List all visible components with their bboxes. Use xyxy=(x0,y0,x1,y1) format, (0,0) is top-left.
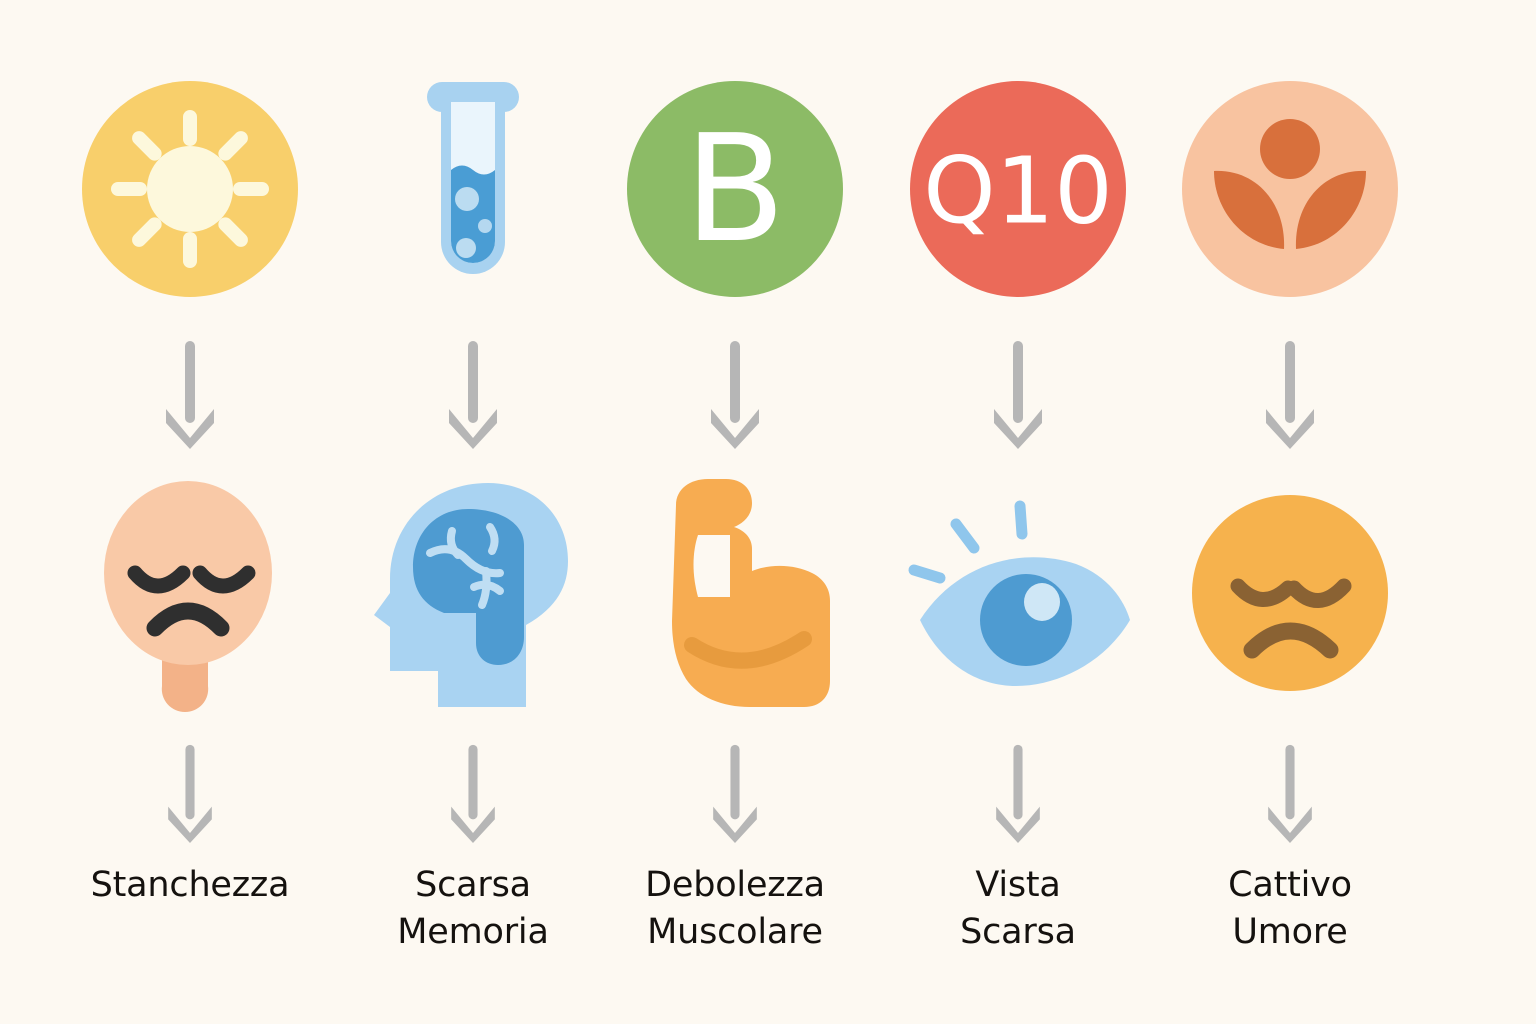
arrow-nutrient-to-symptom xyxy=(1150,334,1430,454)
symptom-icon-sad-face xyxy=(1170,470,1410,720)
nutrient-icon-test-tube xyxy=(363,74,583,304)
symptom-icon-eye xyxy=(898,470,1138,720)
eye-icon xyxy=(908,500,1130,686)
down-arrow-icon xyxy=(451,744,495,843)
symptom-icon-flexed-bicep xyxy=(615,470,855,720)
eye-sparkle-lines xyxy=(908,500,1028,584)
column-vitamin-b: B Debolezza Muscolare xyxy=(595,0,875,1024)
symptom-label-vista-scarsa: Vista Scarsa xyxy=(878,862,1158,956)
column-test-tube: Scarsa Memoria xyxy=(333,0,613,1024)
nutrient-icon-q10: Q10 xyxy=(908,74,1128,304)
down-arrow-icon xyxy=(166,341,214,449)
badge-letter: B xyxy=(684,103,786,275)
label-line: Muscolare xyxy=(647,912,823,952)
arrow-symptom-to-label xyxy=(333,738,613,848)
column-vitamin-d: Stanchezza xyxy=(50,0,330,1024)
symptom-label-scarsa-memoria: Scarsa Memoria xyxy=(333,862,613,956)
nutrient-icon-sun xyxy=(80,74,300,304)
arrow-nutrient-to-symptom xyxy=(878,334,1158,454)
symptom-icon-tired-face xyxy=(70,470,310,720)
arrow-nutrient-to-symptom xyxy=(333,334,613,454)
label-line: Debolezza xyxy=(645,865,825,905)
down-arrow-icon xyxy=(711,341,759,449)
column-coenzyme-q10: Q10 xyxy=(878,0,1158,1024)
arrow-nutrient-to-symptom xyxy=(50,334,330,454)
column-plant-sprout: Cattivo Umore xyxy=(1150,0,1430,1024)
arrow-symptom-to-label xyxy=(50,738,330,848)
label-line: Scarsa xyxy=(960,912,1076,952)
sun-icon xyxy=(82,81,298,297)
brain-head-icon xyxy=(374,483,568,707)
badge-letter: Q10 xyxy=(923,138,1112,245)
down-arrow-icon xyxy=(994,341,1042,449)
down-arrow-icon xyxy=(449,341,497,449)
arrow-symptom-to-label xyxy=(1150,738,1430,848)
down-arrow-icon xyxy=(1268,744,1312,843)
down-arrow-icon xyxy=(168,744,212,843)
tired-face-icon xyxy=(104,480,272,712)
symptom-label-debolezza-muscolare: Debolezza Muscolare xyxy=(595,862,875,956)
label-line: Stanchezza xyxy=(90,865,290,905)
down-arrow-icon xyxy=(996,744,1040,843)
symptom-label-stanchezza: Stanchezza xyxy=(50,862,330,909)
symptom-label-cattivo-umore: Cattivo Umore xyxy=(1150,862,1430,956)
down-arrow-icon xyxy=(713,744,757,843)
arrow-symptom-to-label xyxy=(595,738,875,848)
down-arrow-icon xyxy=(1266,341,1314,449)
nutrient-icon-plant xyxy=(1180,74,1400,304)
symptom-icon-brain-head xyxy=(353,470,593,720)
q10-badge-icon: Q10 xyxy=(910,81,1126,297)
label-line: Memoria xyxy=(397,912,549,952)
label-line: Vista xyxy=(975,865,1061,905)
sad-face-icon xyxy=(1192,495,1388,691)
plant-sprout-icon xyxy=(1182,81,1398,297)
label-line: Scarsa xyxy=(415,865,531,905)
arrow-symptom-to-label xyxy=(878,738,1158,848)
test-tube-icon xyxy=(427,82,519,274)
label-line: Cattivo xyxy=(1228,865,1352,905)
flexed-bicep-icon xyxy=(672,479,830,707)
letter-b-badge-icon: B xyxy=(627,81,843,297)
label-line: Umore xyxy=(1232,912,1348,952)
arrow-nutrient-to-symptom xyxy=(595,334,875,454)
nutrient-icon-vitamin-b: B xyxy=(625,74,845,304)
